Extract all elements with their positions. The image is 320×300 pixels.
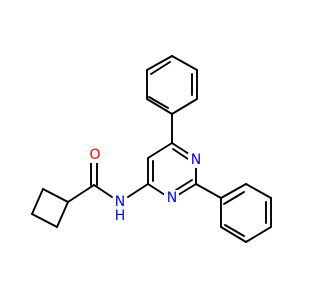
bond <box>127 183 149 198</box>
molecule-canvas: O N H N N <box>31 55 272 243</box>
bond <box>245 226 272 243</box>
bond <box>195 183 222 199</box>
pyrimidine-nitrogen-3-label: N <box>167 190 177 206</box>
bond <box>148 96 169 109</box>
bond <box>42 188 69 203</box>
upper-phenyl-ring <box>146 55 198 144</box>
atom-labels: O N H N N <box>88 147 203 224</box>
bond <box>147 142 173 159</box>
bond <box>146 98 173 115</box>
bond <box>56 201 69 228</box>
bond <box>220 183 247 199</box>
bond <box>224 224 245 237</box>
oxygen-label: O <box>89 147 100 163</box>
bond <box>177 183 197 196</box>
bond <box>146 55 173 71</box>
bond <box>220 226 247 243</box>
bond <box>31 213 58 228</box>
amide-nitrogen-label: N <box>115 194 125 210</box>
bond <box>171 98 198 115</box>
bond <box>150 61 171 75</box>
molecule-structure: O N H N N <box>31 55 272 243</box>
bond <box>93 184 113 198</box>
bond <box>172 148 189 160</box>
bond <box>171 55 198 71</box>
amide-hydrogen-label: H <box>115 208 126 224</box>
bond <box>175 179 193 191</box>
bond <box>31 188 44 215</box>
bond <box>67 184 95 203</box>
bond <box>147 183 166 196</box>
bond <box>223 191 245 205</box>
cyclobutane-ring <box>31 188 69 228</box>
right-phenyl-ring <box>195 183 272 243</box>
pyrimidine-ring <box>147 142 197 196</box>
pyrimidine-nitrogen-1-label: N <box>191 152 201 168</box>
amide-group <box>67 162 149 203</box>
bond <box>245 183 272 199</box>
